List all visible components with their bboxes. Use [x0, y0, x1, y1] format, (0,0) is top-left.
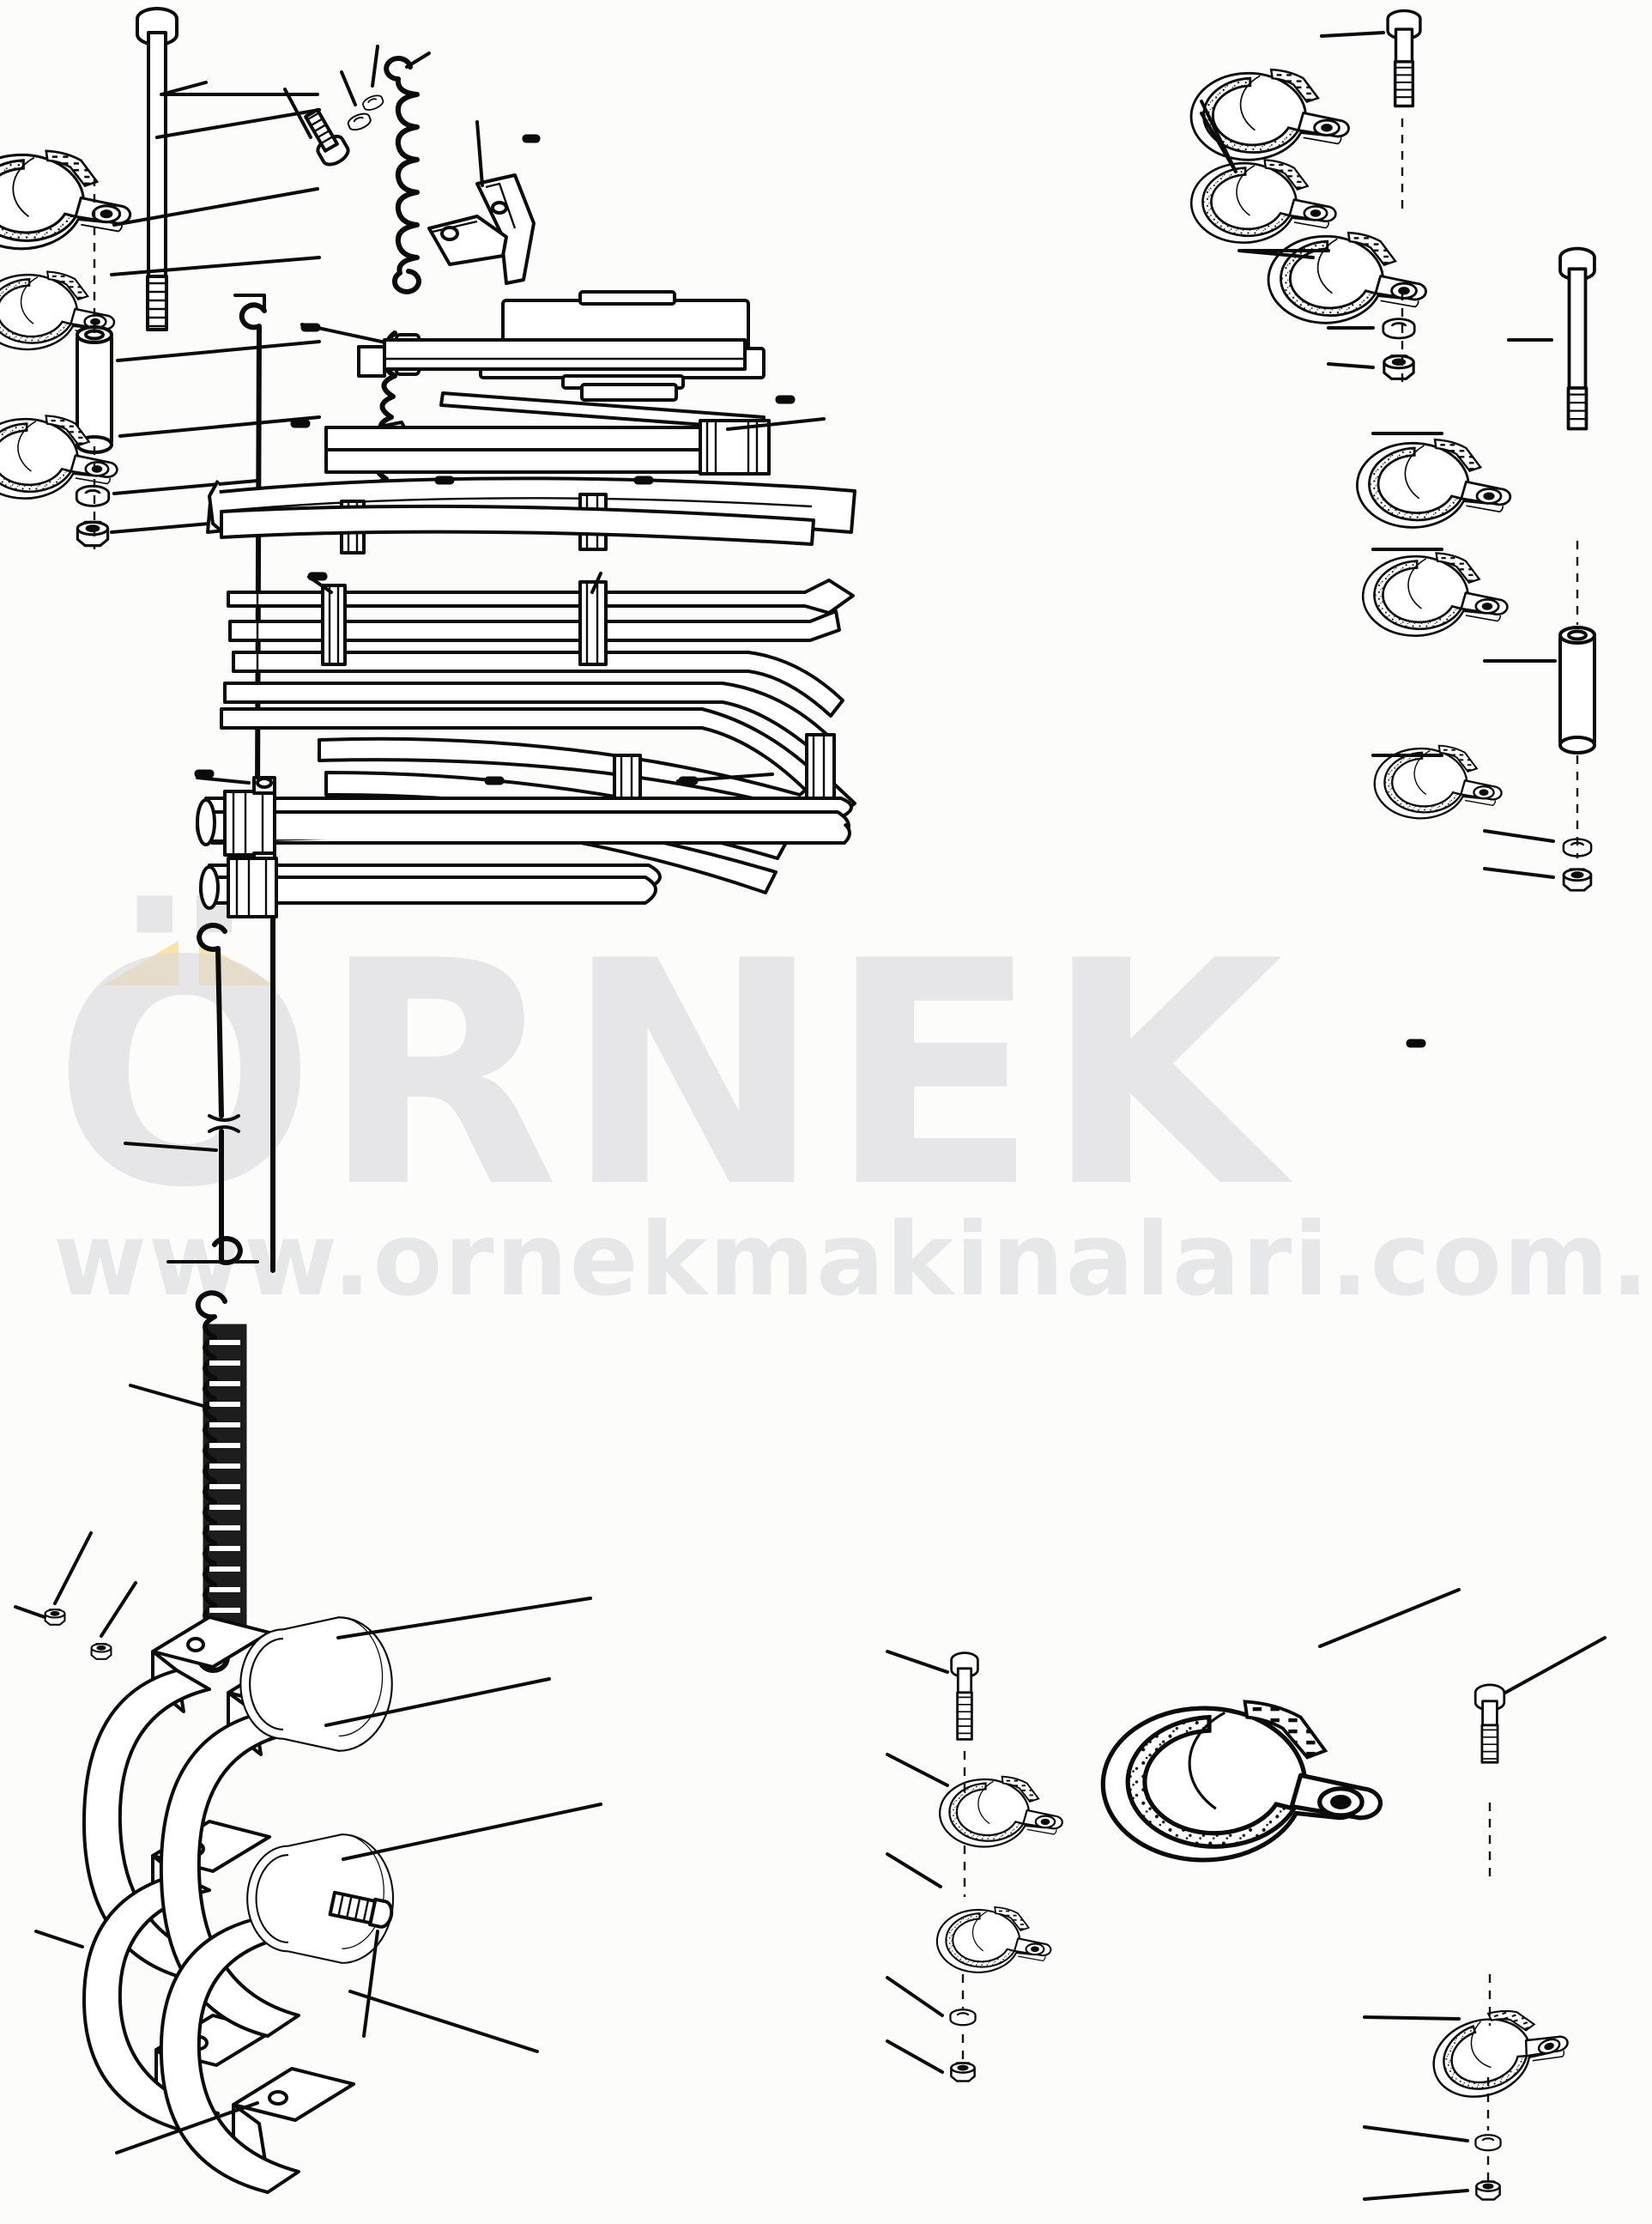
bolt-tr: [1386, 9, 1422, 108]
clamp-lined-tr1: [1189, 68, 1350, 161]
washer-tc1: [345, 110, 373, 134]
pipe-straight2: [324, 419, 771, 476]
nut-bl2: [90, 1643, 112, 1660]
pipe-lower: [196, 776, 853, 918]
clamp-lined-tr2: [1189, 159, 1337, 244]
hook-rod-left: [197, 922, 243, 1265]
spring-left: [195, 1290, 247, 1673]
group-bottom-right: [1100, 1588, 1607, 2201]
group-right-column: [1356, 246, 1596, 892]
pipe-curved: [206, 476, 856, 554]
group-top-left-stack: [0, 7, 321, 549]
nut-r: [1562, 868, 1593, 892]
nut-br: [1475, 2180, 1501, 2201]
clamp-lined-r2: [1361, 552, 1509, 637]
washer-tl: [75, 484, 111, 507]
bolt-bc: [950, 1651, 979, 1741]
pipe-tail: [220, 579, 855, 803]
bracket-angle: [427, 173, 536, 285]
nut-tr: [1383, 355, 1415, 380]
clamp-lined-r1: [1356, 438, 1512, 529]
group-center-assembly: [166, 134, 1426, 1273]
washer-tr: [1382, 318, 1416, 340]
bolt-br: [1473, 1683, 1506, 1764]
clamp-lined-bc2: [935, 1906, 1052, 1973]
group-bottom-left-ubolts: [14, 1531, 602, 2194]
clamp-lined-br: [1421, 1991, 1577, 2110]
rod-hook: [233, 294, 275, 1273]
nut-tl: [76, 520, 110, 548]
clamp-large: [1100, 1700, 1383, 1863]
washer-br: [1474, 2134, 1502, 2152]
washer-bc: [949, 2009, 977, 2027]
spring-tc: [384, 56, 421, 294]
bolt-bl-visible: [328, 1890, 394, 1929]
bolt-short-tc: [304, 107, 350, 167]
nut-bl1: [44, 1609, 66, 1626]
bolt-long-tl: [136, 7, 179, 331]
sleeve-bl1: [239, 1616, 393, 1752]
washer-tc2: [360, 92, 386, 113]
clamp-lined-tl1: [0, 149, 132, 251]
spacer-tube-r: [1558, 626, 1596, 754]
group-top-right-stack: [1189, 9, 1427, 385]
group-bottom-center: [886, 1650, 1063, 2082]
reference-ticks: [194, 134, 1426, 1048]
nut-bc: [950, 2062, 976, 2082]
clamp-lined-bc1: [939, 1775, 1063, 1848]
group-top-center-hardware: [283, 45, 536, 294]
group-left-spring: [124, 922, 247, 1673]
pipe-front: [357, 333, 747, 378]
bolt-long-r: [1558, 246, 1596, 431]
